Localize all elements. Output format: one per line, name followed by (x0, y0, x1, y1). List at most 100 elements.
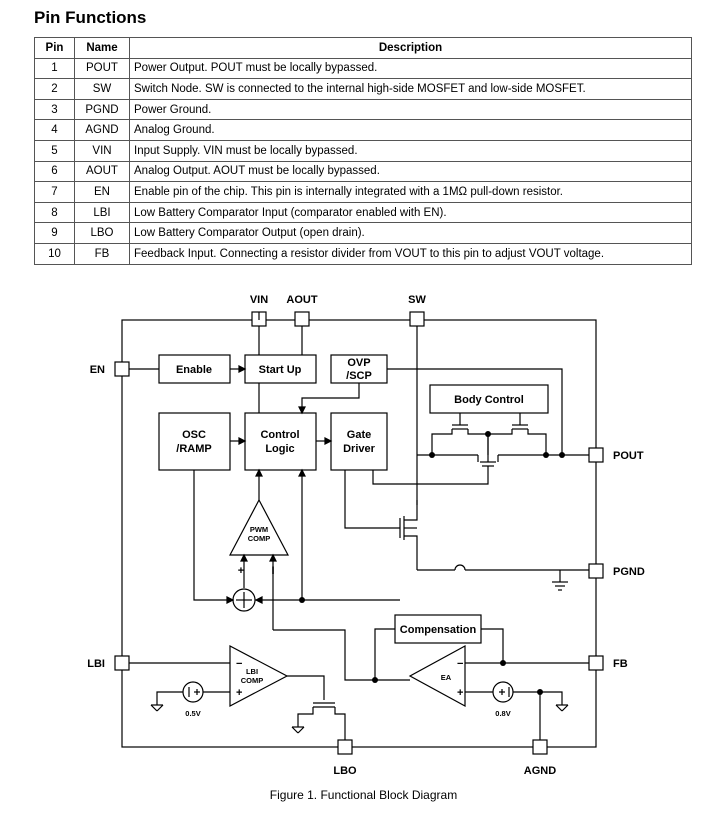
pin-name: SW (74, 78, 130, 100)
pin-fb (588, 655, 604, 671)
pin-number: 2 (34, 78, 75, 100)
pin-name: POUT (74, 57, 130, 80)
pin-label-sw: SW (408, 294, 426, 306)
reference-label-0-8v: 0.8V (495, 709, 510, 718)
pin-name: AGND (74, 119, 130, 141)
pin-en (114, 361, 130, 377)
pin-agnd (532, 739, 548, 755)
pin-name: PGND (74, 98, 130, 121)
column-header-pin: Pin (34, 37, 75, 59)
lbi-comparator (229, 645, 289, 707)
functional-block-diagram: VIN AOUT SW EN POUT PGND LBI FB LBO AGND… (87, 294, 645, 777)
pin-label-pout: POUT (613, 450, 644, 462)
svg-text:+: + (236, 687, 242, 699)
svg-text:+: + (238, 565, 244, 577)
block-label-scp: /SCP (346, 370, 372, 382)
pin-name: EN (74, 181, 130, 203)
pin-number: 10 (34, 242, 75, 265)
pin-description: Enable pin of the chip. This pin is inte… (129, 181, 692, 203)
svg-text:−: − (236, 658, 242, 670)
svg-text:I: I (271, 565, 274, 577)
error-amplifier (408, 644, 466, 708)
column-header-name: Name (74, 37, 130, 59)
pin-lbi (114, 655, 130, 671)
pin-name: FB (74, 242, 130, 265)
amp-label-lbi-comp: COMP (241, 676, 264, 685)
reference-label-0-5v: 0.5V (185, 709, 200, 718)
pin-label-pgnd: PGND (613, 566, 645, 578)
section-title: Pin Functions (34, 8, 147, 27)
body-control-block (429, 384, 549, 414)
pin-number: 7 (34, 181, 75, 203)
chip-outline (121, 319, 597, 748)
block-label-logic: Logic (265, 443, 294, 455)
table-header-row: Pin Name Description (34, 37, 692, 59)
block-label-control: Control (260, 429, 299, 441)
block-label-ramp: /RAMP (176, 443, 211, 455)
pin-number: 1 (34, 57, 75, 80)
pin-sw (409, 311, 425, 327)
pin-description: Power Ground. (129, 98, 692, 121)
pin-pgnd (588, 563, 604, 579)
pin-number: 4 (34, 119, 75, 141)
pin-description: Input Supply. VIN must be locally bypass… (129, 139, 692, 162)
pin-name: VIN (74, 139, 130, 162)
amp-label-pwm-comp: COMP (248, 534, 271, 543)
column-header-description: Description (129, 37, 692, 59)
pin-number: 3 (34, 98, 75, 121)
pin-name: LBI (74, 201, 130, 224)
block-label-osc: OSC (182, 429, 206, 441)
pin-name: AOUT (74, 160, 130, 183)
pin-pout (588, 447, 604, 463)
pin-lbo (337, 739, 353, 755)
pin-number: 5 (34, 139, 75, 162)
pin-description: Analog Output. AOUT must be locally bypa… (129, 160, 692, 183)
osc-ramp-block (158, 412, 231, 471)
pin-label-aout: AOUT (286, 294, 317, 306)
pin-name: LBO (74, 222, 130, 244)
block-label-startup: Start Up (259, 364, 302, 376)
block-label-driver: Driver (343, 443, 376, 455)
block-label-compensation: Compensation (400, 624, 477, 636)
svg-text:+: + (457, 687, 463, 699)
block-label-enable: Enable (176, 364, 212, 376)
pin-description: Switch Node. SW is connected to the inte… (129, 78, 692, 100)
pin-number: 8 (34, 201, 75, 224)
pin-description: Analog Ground. (129, 119, 692, 141)
pin-description: Feedback Input. Connecting a resistor di… (129, 242, 692, 265)
block-label-gate: Gate (347, 429, 371, 441)
pin-number: 9 (34, 222, 75, 244)
pin-description: Power Output. POUT must be locally bypas… (129, 57, 692, 80)
pin-label-lbi: LBI (87, 658, 105, 670)
pin-label-en: EN (90, 364, 105, 376)
svg-text:−: − (457, 658, 463, 670)
amp-label-pwm: PWM (250, 525, 268, 534)
pwm-comparator (229, 498, 289, 556)
pin-aout (294, 311, 310, 327)
pin-description: Low Battery Comparator Output (open drai… (129, 222, 692, 244)
pin-label-lbo: LBO (333, 765, 357, 777)
figure-caption: Figure 1. Functional Block Diagram (269, 788, 458, 802)
pin-number: 6 (34, 160, 75, 183)
pin-label-agnd: AGND (524, 765, 556, 777)
pin-label-vin: VIN (250, 294, 268, 306)
gate-driver-block (330, 412, 388, 471)
block-label-ovp: OVP (347, 357, 370, 369)
control-logic-block (244, 412, 317, 471)
pin-description: Low Battery Comparator Input (comparator… (129, 201, 692, 224)
block-label-body-control: Body Control (454, 394, 524, 406)
amp-label-ea: EA (441, 673, 452, 682)
amp-label-lbi: LBI (246, 667, 258, 676)
pin-label-fb: FB (613, 658, 628, 670)
